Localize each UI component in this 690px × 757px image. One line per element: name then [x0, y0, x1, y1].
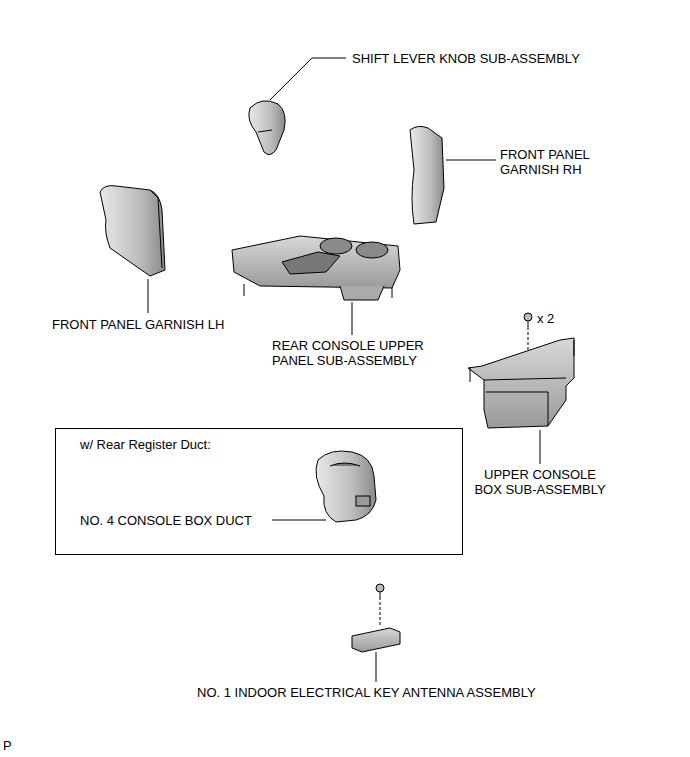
part-name: SHIFT LEVER KNOB SUB-ASSEMBLY	[352, 51, 652, 66]
condition-heading: w/ Rear Register Duct:	[80, 437, 211, 452]
part-name: NO. 4 CONSOLE BOX DUCT	[80, 513, 252, 528]
quantity-label: x 2	[537, 311, 577, 326]
part-name: NO. 1 INDOOR ELECTRICAL KEY ANTENNA ASSE…	[197, 685, 617, 700]
condition-box: w/ Rear Register Duct: NO. 4 CONSOLE BOX …	[55, 428, 463, 555]
part-name: FRONT PANEL GARNISH LH	[52, 317, 292, 332]
part-name: REAR CONSOLE UPPER PANEL SUB-ASSEMBLY	[272, 338, 428, 368]
part-name: UPPER CONSOLE BOX SUB-ASSEMBLY	[471, 467, 609, 497]
page-mark: P	[3, 738, 33, 753]
part-name: FRONT PANEL GARNISH RH	[500, 147, 600, 177]
